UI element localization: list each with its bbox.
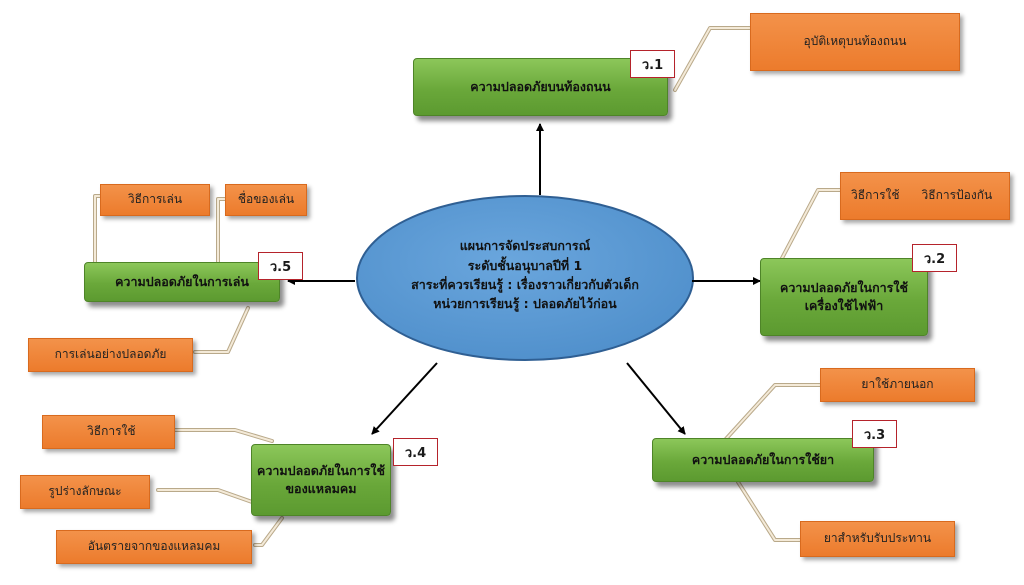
topic-play-safety: ความปลอดภัยในการเล่น bbox=[84, 262, 280, 302]
topic-medicine-safety-tag: ว.3 bbox=[852, 420, 897, 448]
topic-play-safety-label: ความปลอดภัยในการเล่น bbox=[115, 273, 249, 289]
center-level: ระดับชั้นอนุบาลปีที่ 1 bbox=[467, 257, 583, 273]
center-unit: หน่วยการเรียนรู้ : ปลอดภัยไว้ก่อน bbox=[433, 296, 617, 312]
central-ellipse bbox=[356, 195, 694, 361]
detail-connectors bbox=[93, 26, 847, 547]
detail-road-accidents: อุบัติเหตุบนท้องถนน bbox=[750, 13, 960, 71]
detail-play-method: วิธีการเล่น bbox=[100, 184, 210, 216]
topic-road-safety: ความปลอดภัยบนท้องถนน bbox=[413, 58, 668, 116]
detail-sharp-shape: รูปร่างลักษณะ bbox=[20, 475, 150, 509]
topic-sharp-objects-safety: ความปลอดภัยในการใช้ ของแหลมคม bbox=[251, 444, 391, 516]
detail-toy-names: ชื่อของเล่น bbox=[225, 184, 307, 216]
topic-electrical-safety: ความปลอดภัยในการใช้ เครื่องใช้ไฟฟ้า bbox=[760, 258, 928, 336]
topic-medicine-safety: ความปลอดภัยในการใช้ยา bbox=[652, 438, 874, 482]
topic-electrical-safety-line1: ความปลอดภัยในการใช้ bbox=[780, 279, 908, 295]
detail-oral-medicine: ยาสำหรับรับประทาน bbox=[800, 521, 955, 557]
topic-arrows bbox=[287, 123, 761, 435]
detail-sharp-danger: อันตรายจากของแหลมคม bbox=[56, 530, 252, 564]
central-text: แผนการจัดประสบการณ์ ระดับชั้นอนุบาลปีที่… bbox=[360, 225, 690, 325]
topic-electrical-safety-tag: ว.2 bbox=[912, 244, 957, 272]
detail-external-medicine: ยาใช้ภายนอก bbox=[820, 368, 975, 402]
detail-electrical-prevention: วิธีการป้องกัน bbox=[921, 188, 993, 203]
topic-sharp-objects-line1: ความปลอดภัยในการใช้ bbox=[257, 462, 385, 478]
detail-electrical-usage: วิธีการใช้ bbox=[851, 188, 900, 203]
detail-electrical-usage-prevention: วิธีการใช้ วิธีการป้องกัน bbox=[840, 172, 1010, 220]
topic-play-safety-tag: ว.5 bbox=[258, 252, 303, 280]
detail-sharp-usage: วิธีการใช้ bbox=[42, 415, 175, 449]
topic-electrical-safety-line2: เครื่องใช้ไฟฟ้า bbox=[804, 298, 884, 313]
topic-road-safety-label: ความปลอดภัยบนท้องถนน bbox=[470, 78, 611, 94]
center-subject: สาระที่ควรเรียนรู้ : เรื่องราวเกี่ยวกับต… bbox=[411, 277, 639, 292]
topic-medicine-safety-label: ความปลอดภัยในการใช้ยา bbox=[691, 451, 835, 467]
center-title: แผนการจัดประสบการณ์ bbox=[459, 238, 591, 254]
detail-safe-play: การเล่นอย่างปลอดภัย bbox=[28, 338, 193, 372]
topic-road-safety-tag: ว.1 bbox=[630, 50, 675, 78]
topic-sharp-objects-tag: ว.4 bbox=[393, 438, 438, 466]
topic-sharp-objects-line2: ของแหลมคม bbox=[285, 481, 357, 496]
